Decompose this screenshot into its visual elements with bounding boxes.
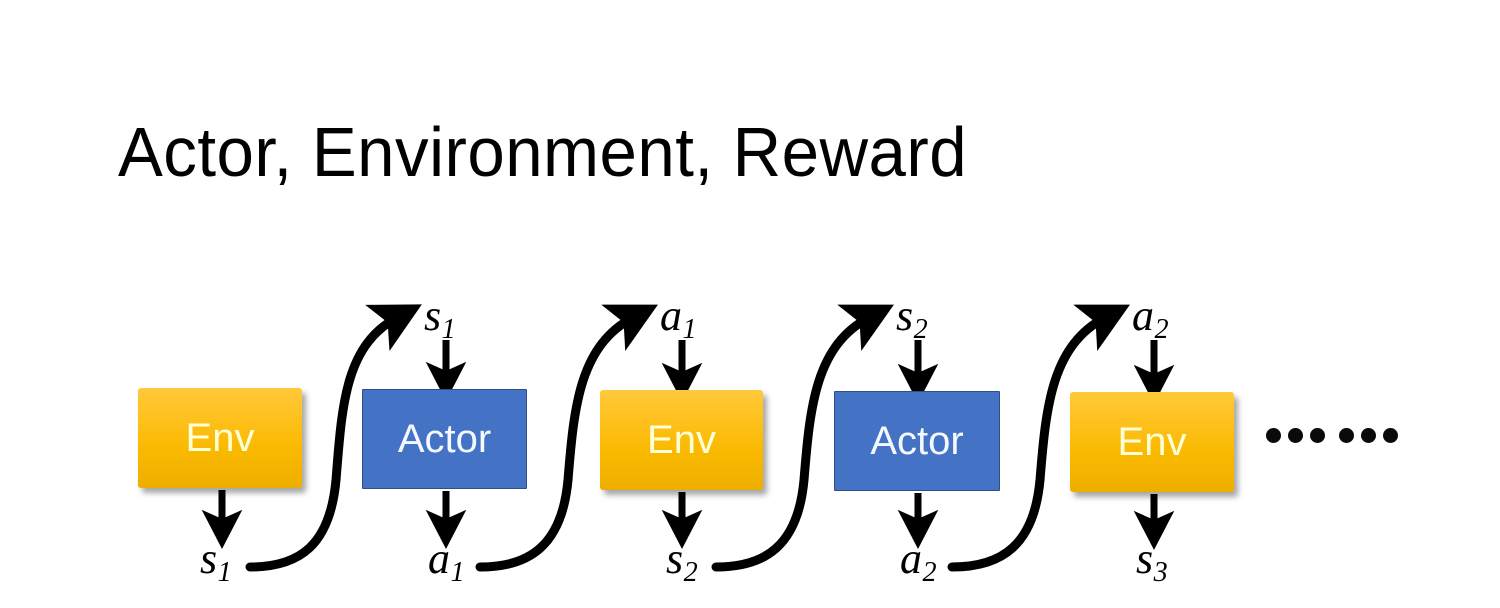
node-label: Env [185,416,255,460]
label-state-s2-bottom: s2 [666,537,698,587]
ellipsis-dot [1339,428,1354,443]
node-actor-1[interactable]: Actor [362,389,527,489]
ellipsis-dot [1310,428,1325,443]
label-subscript: 2 [1154,313,1169,345]
label-base: a [660,291,682,340]
label-subscript: 1 [441,313,456,345]
label-base: s [666,534,684,583]
label-subscript: 3 [1153,556,1168,588]
label-action-a1-bottom: a1 [428,537,465,587]
ellipsis-dot [1266,428,1281,443]
node-label: Env [1117,420,1187,464]
ellipsis-continuation [1266,428,1398,443]
node-env-3[interactable]: Env [1070,392,1234,492]
ellipsis-dot [1383,428,1398,443]
node-label: Env [647,418,716,462]
label-subscript: 1 [682,313,697,345]
ellipsis-dot [1288,428,1303,443]
label-action-a2-bottom: a2 [900,537,937,587]
label-subscript: 2 [683,556,698,588]
label-subscript: 2 [922,556,937,588]
ellipsis-dot [1361,428,1376,443]
node-label: Actor [870,419,964,463]
node-env-2[interactable]: Env [600,390,763,490]
label-base: s [424,291,442,340]
label-subscript: 2 [913,313,928,345]
label-state-s2-top: s2 [896,294,928,344]
label-action-a2-top: a2 [1132,294,1169,344]
label-state-s3-bottom: s3 [1136,537,1168,587]
label-base: a [428,534,450,583]
label-base: a [1132,291,1154,340]
label-action-a1-top: a1 [660,294,697,344]
label-base: a [900,534,922,583]
label-base: s [200,534,218,583]
page-title: Actor, Environment, Reward [118,113,968,191]
label-base: s [1136,534,1154,583]
label-base: s [896,291,914,340]
label-subscript: 1 [217,556,232,588]
label-subscript: 1 [450,556,465,588]
label-state-s1-top: s1 [424,294,456,344]
node-actor-2[interactable]: Actor [834,391,1000,491]
node-env-1[interactable]: Env [138,388,302,488]
label-state-s1-bottom: s1 [200,537,232,587]
node-label: Actor [397,417,492,461]
